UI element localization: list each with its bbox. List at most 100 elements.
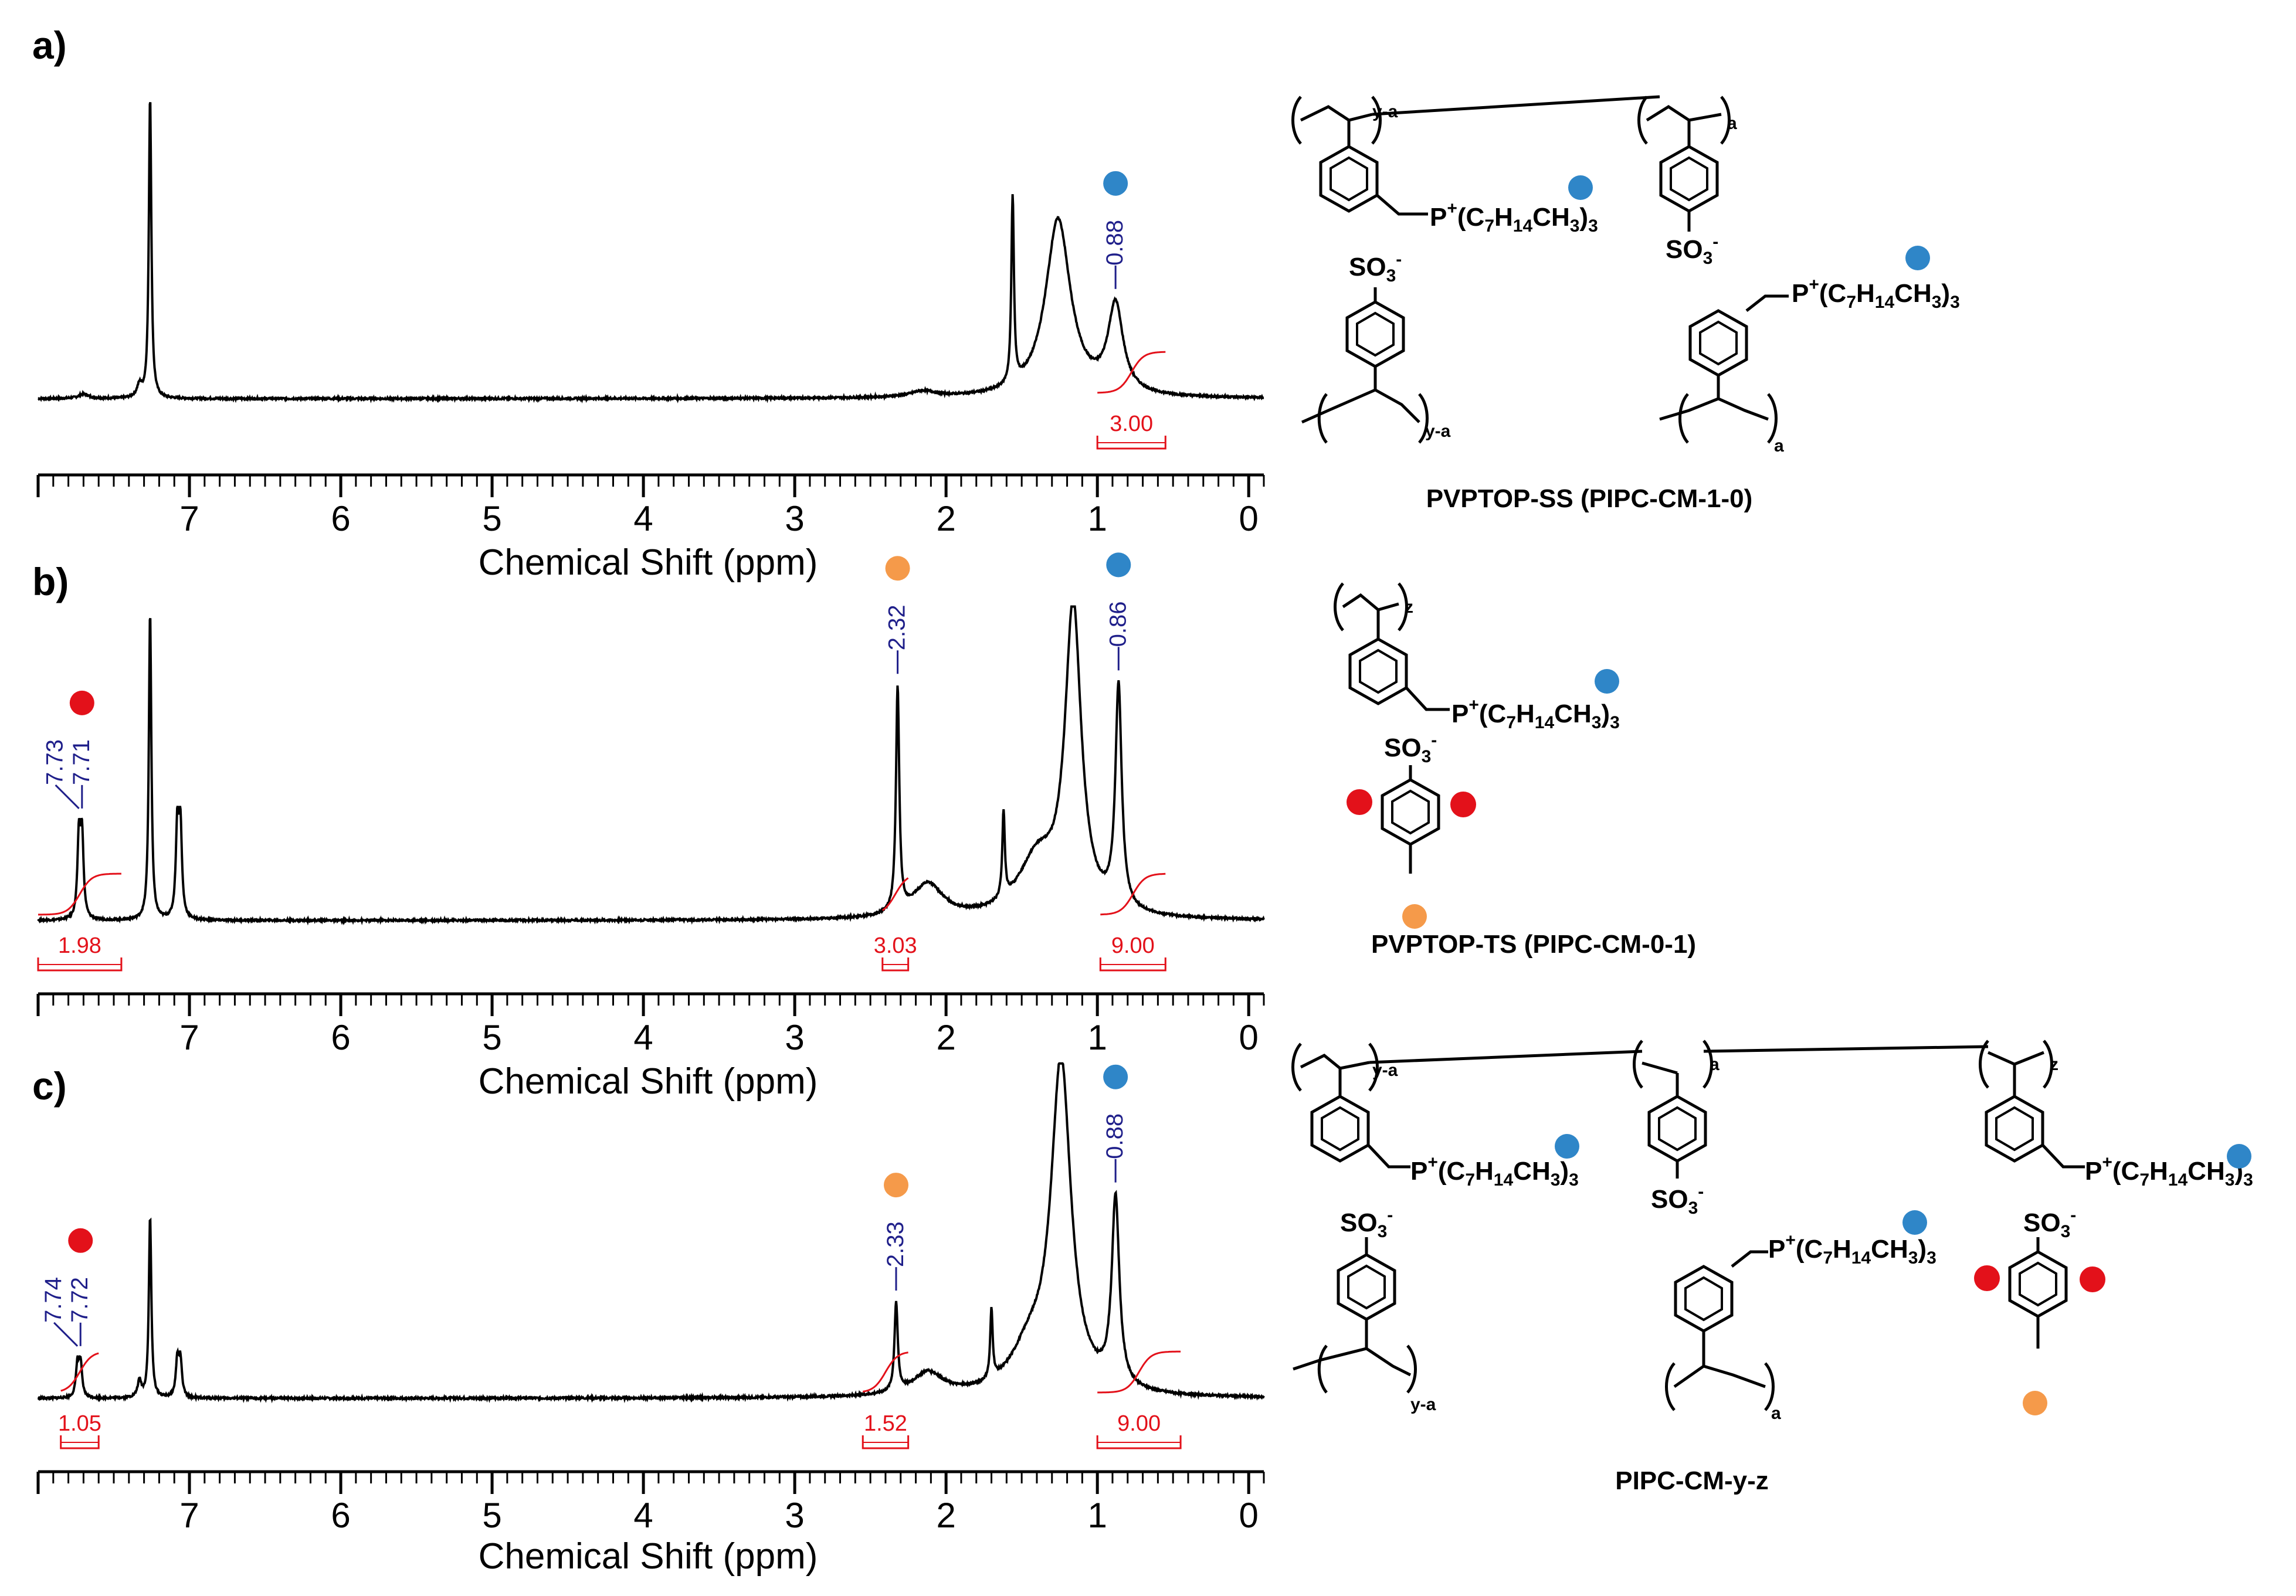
tick-label: 3 xyxy=(785,1496,804,1535)
peak-label: 2.33 xyxy=(883,1221,908,1267)
spectrum-line xyxy=(37,1062,1265,1404)
svg-text:y-a: y-a xyxy=(1410,1395,1436,1414)
x-axis-title: Chemical Shift (ppm) xyxy=(479,1061,818,1102)
svg-text:SO3-: SO3- xyxy=(1384,731,1437,766)
marker-red-dot xyxy=(68,1228,93,1253)
tick-label: 2 xyxy=(936,499,955,538)
svg-text:z: z xyxy=(1405,597,1413,617)
marker-blue-dot xyxy=(1595,669,1619,694)
svg-text:P+(C7H14CH3)3: P+(C7H14CH3)3 xyxy=(1410,1153,1579,1190)
marker-red-dot xyxy=(2080,1266,2105,1292)
marker-orange-dot xyxy=(885,556,910,581)
integral-value: 1.05 xyxy=(58,1411,101,1436)
peak-label: 0.88 xyxy=(1102,220,1128,266)
svg-text:P+(C7H14CH3)3: P+(C7H14CH3)3 xyxy=(1792,275,1960,312)
structure-label: PVPTOP-SS (PIPC-CM-1-0) xyxy=(1426,484,1753,513)
marker-orange-dot xyxy=(1402,904,1427,929)
marker-blue-dot xyxy=(2227,1144,2251,1169)
peak-label: 7.71 xyxy=(69,739,94,785)
tick-label: 3 xyxy=(785,1018,804,1057)
peak-label: 7.73 xyxy=(42,739,68,785)
integral-value: 1.98 xyxy=(58,933,101,958)
integral-value: 3.00 xyxy=(1110,412,1153,436)
svg-text:a: a xyxy=(1727,114,1737,133)
integral-curve xyxy=(881,877,909,911)
structure-label: PVPTOP-TS (PIPC-CM-0-1) xyxy=(1371,930,1696,959)
x-axis: 7 6 5 4 3 2 1 0 xyxy=(36,473,1265,538)
peak-label: 0.86 xyxy=(1105,601,1131,647)
marker-blue-dot xyxy=(1103,171,1128,196)
tick-label: 1 xyxy=(1087,1496,1107,1535)
panel-label: a) xyxy=(32,23,67,67)
tick-label: 4 xyxy=(633,499,653,538)
structure-c xyxy=(1291,1040,2085,1411)
peak-label-leader xyxy=(53,1322,79,1347)
tick-label: 5 xyxy=(482,1018,501,1057)
tick-label: 5 xyxy=(482,1496,501,1535)
marker-blue-dot xyxy=(1902,1210,1927,1235)
marker-blue-dot xyxy=(1555,1134,1579,1159)
integral-value: 1.52 xyxy=(864,1411,907,1436)
integral-bracket xyxy=(1096,1435,1182,1449)
tick-label: 6 xyxy=(331,499,350,538)
peak-label-leader xyxy=(55,784,80,809)
svg-text:a: a xyxy=(1771,1404,1781,1423)
marker-orange-dot xyxy=(2023,1391,2047,1415)
svg-text:y-a: y-a xyxy=(1372,102,1398,121)
integral-curve xyxy=(38,872,121,916)
integral-curve xyxy=(1097,1350,1181,1394)
svg-text:P+(C7H14CH3)3: P+(C7H14CH3)3 xyxy=(1451,695,1620,732)
integral-curve xyxy=(1100,872,1166,916)
svg-text:SO3-: SO3- xyxy=(1349,250,1402,286)
x-axis-title: Chemical Shift (ppm) xyxy=(479,1536,818,1577)
svg-text:SO3-: SO3- xyxy=(1651,1182,1704,1218)
marker-red-dot xyxy=(69,690,94,715)
integral-curve xyxy=(60,1352,99,1392)
svg-text:P+(C7H14CH3)3: P+(C7H14CH3)3 xyxy=(1768,1231,1936,1268)
tick-label: 3 xyxy=(785,499,804,538)
marker-red-dot xyxy=(1974,1265,2000,1291)
peak-label: 0.88 xyxy=(1102,1113,1128,1159)
integral-value: 9.00 xyxy=(1111,933,1155,958)
svg-text:P+(C7H14CH3)3: P+(C7H14CH3)3 xyxy=(1430,199,1598,236)
svg-text:y-a: y-a xyxy=(1425,422,1451,441)
spectrum-line xyxy=(37,605,1265,926)
integral-value: 9.00 xyxy=(1117,1411,1161,1436)
structure-b xyxy=(1334,582,1450,874)
marker-blue-dot xyxy=(1568,175,1593,200)
panel-label: c) xyxy=(32,1064,67,1108)
peak-label: 7.74 xyxy=(40,1277,66,1323)
marker-red-dot xyxy=(1450,792,1476,817)
peak-label: 7.72 xyxy=(67,1277,93,1323)
svg-text:SO3-: SO3- xyxy=(2023,1206,2076,1241)
tick-label: 0 xyxy=(1239,499,1259,538)
tick-label: 7 xyxy=(179,499,199,538)
tick-label: 4 xyxy=(633,1018,653,1057)
peak-annotations: 0.88 3.00 xyxy=(1096,171,1166,450)
integral-value: 3.03 xyxy=(874,933,917,958)
tick-label: 5 xyxy=(482,499,501,538)
svg-text:SO3-: SO3- xyxy=(1340,1206,1393,1241)
structure-c-labels: y-a a z y-a a P+(C7H14CH3)3 SO3- SO3- P+… xyxy=(1340,1055,2253,1495)
marker-blue-dot xyxy=(1103,1064,1128,1089)
svg-text:z: z xyxy=(2050,1055,2058,1074)
tick-label: 7 xyxy=(179,1018,199,1057)
structure-b-labels: z P+(C7H14CH3)3 SO3- PVPTOP-TS (PIPC-CM-… xyxy=(1347,597,1696,959)
tick-label: 6 xyxy=(331,1018,350,1057)
marker-blue-dot xyxy=(1905,246,1930,270)
tick-label: 6 xyxy=(331,1496,350,1535)
panel-label: b) xyxy=(32,560,69,603)
svg-text:a: a xyxy=(1774,436,1784,456)
tick-label: 2 xyxy=(936,1496,955,1535)
svg-text:P+(C7H14CH3)3: P+(C7H14CH3)3 xyxy=(2085,1153,2253,1190)
tick-label: 2 xyxy=(936,1018,955,1057)
x-axis-title: Chemical Shift (ppm) xyxy=(479,542,818,583)
structure-label: PIPC-CM-y-z xyxy=(1615,1466,1769,1495)
tick-label: 1 xyxy=(1087,499,1107,538)
